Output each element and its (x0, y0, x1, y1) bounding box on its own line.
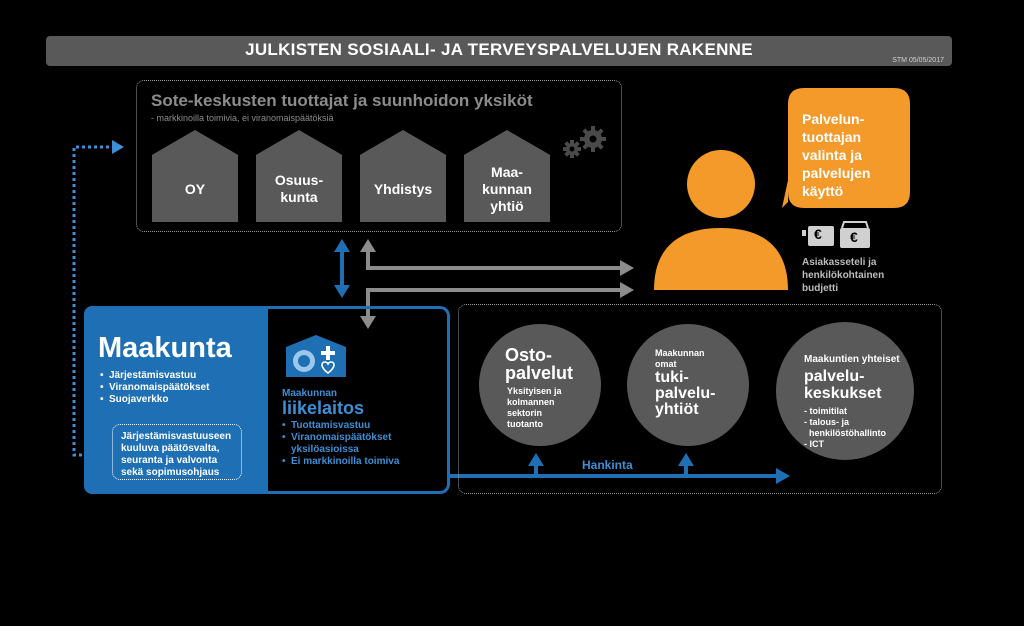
house-label: Maa- kunnan yhtiö (482, 163, 532, 214)
gray-arrow-right-1 (620, 260, 634, 276)
keskukset-circle: Maakuntien yhteiset palvelu- keskukset -… (776, 322, 914, 460)
maakunta-box: Maakunta Järjestämisvastuu Viranomaispää… (84, 306, 268, 494)
maakunta-list: Järjestämisvastuu Viranomaispäätökset Su… (100, 370, 209, 406)
euro-symbol: € (850, 229, 858, 245)
gray-arrow-up (360, 239, 376, 252)
hospital-icon (286, 335, 346, 377)
house-label: Osuus- kunta (274, 172, 324, 205)
tuki-prefix: Maakunnan omat (655, 348, 705, 369)
euro-wallet-icon (802, 221, 870, 248)
liikelaitos-prefix: Maakunnan (282, 388, 338, 399)
blue-double-arrow-top (334, 239, 350, 252)
tuki-circle: Maakunnan omat tuki- palvelu- yhtiöt (627, 324, 749, 446)
keskukset-list: - toimitilat - talous- ja henkilöstöhall… (804, 406, 886, 450)
keskukset-item: - ICT (804, 439, 824, 449)
date-stamp: STM 05/05/2017 (892, 57, 944, 64)
osto-circle: Osto- palvelut Yksityisen ja kolmannen s… (479, 324, 601, 446)
liikelaitos-item: Tuottamisvastuu (282, 420, 442, 432)
responsibility-box: Järjestämisvastuuseen kuuluva päätösvalt… (112, 424, 242, 480)
maakunta-item: Viranomaispäätökset (100, 382, 209, 394)
liikelaitos-list: Tuottamisvastuu Viranomaispäätökset yksi… (282, 420, 442, 468)
tuki-title: tuki- palvelu- yhtiöt (655, 369, 716, 418)
bubble-text: Palvelun- tuottajan valinta ja palveluje… (802, 111, 871, 199)
osto-up-arrow (528, 453, 544, 466)
procurement-arrowhead (776, 468, 790, 484)
gray-arrow-right-2 (620, 282, 634, 298)
keskukset-item: - talous- ja henkilöstöhallinto (804, 417, 887, 438)
liikelaitos-box: Maakunnan liikelaitos Tuottamisvastuu Vi… (266, 306, 450, 494)
title-bar: JULKISTEN SOSIAALI- JA TERVEYSPALVELUJEN… (46, 36, 952, 66)
osto-desc: Yksityisen ja kolmannen sektorin tuotant… (507, 386, 562, 429)
keskukset-item: - toimitilat (804, 406, 847, 416)
osto-title: Osto- palvelut (505, 345, 574, 383)
page-title: JULKISTEN SOSIAALI- JA TERVEYSPALVELUJEN… (245, 40, 753, 59)
maakunta-item: Suojaverkko (100, 394, 209, 406)
liikelaitos-item: Viranomaispäätökset yksilöasioissa (282, 432, 442, 456)
person-icon (654, 150, 788, 290)
producers-box: Sote-keskusten tuottajat ja suunhoidon y… (136, 80, 622, 232)
maakunta-item: Järjestämisvastuu (100, 370, 209, 382)
gears-icon (563, 126, 606, 158)
producers-subtitle: - markkinoilla toimivia, ei viranomaispä… (151, 113, 334, 123)
speech-bubble (782, 88, 910, 208)
euro-symbol: € (814, 226, 822, 242)
gray-arrow-down (360, 316, 376, 329)
liikelaitos-title: liikelaitos (282, 398, 365, 418)
producers-title: Sote-keskusten tuottajat ja suunhoidon y… (151, 91, 533, 110)
money-label: Asiakasseteli ja henkilökohtainen budjet… (802, 257, 885, 294)
liikelaitos-item: Ei markkinoilla toimiva (282, 456, 442, 468)
procurement-label: Hankinta (582, 458, 633, 472)
tuki-up-arrow (678, 453, 694, 466)
procurement-box (458, 304, 942, 494)
house-label: OY (184, 180, 206, 197)
house-label: Yhdistys (373, 180, 433, 197)
keskukset-title: palvelu- keskukset (804, 368, 882, 402)
dotted-arrowhead (112, 140, 124, 154)
maakunta-title: Maakunta (98, 332, 232, 364)
keskukset-prefix: Maakuntien yhteiset (804, 354, 900, 365)
blue-double-arrow-bottom (334, 285, 350, 298)
